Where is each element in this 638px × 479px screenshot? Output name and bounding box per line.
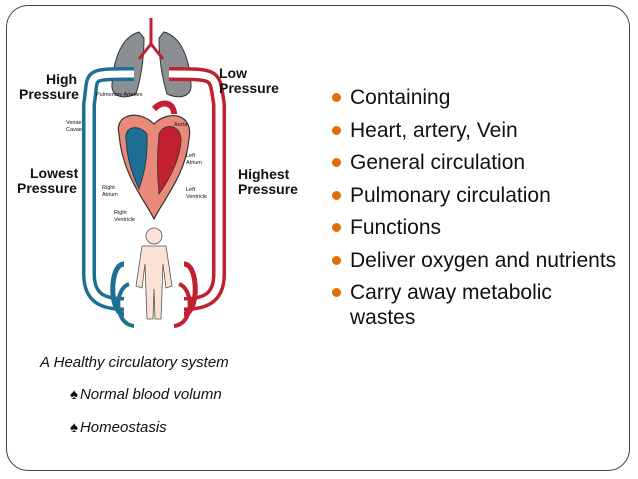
- lungs-icon: [111, 18, 192, 98]
- flow-arrows: [86, 156, 222, 242]
- label-pulmonary-arteries: Pulmonary Arteries: [96, 92, 143, 98]
- bullet-item: Functions: [330, 215, 620, 240]
- label-lowest-pressure-1: Lowest: [30, 165, 79, 181]
- bullet-list: Containing Heart, artery, Vein General c…: [330, 85, 620, 338]
- label-high-pressure-1: High: [46, 71, 77, 87]
- label-aorta: Aorta: [174, 122, 188, 128]
- heart-icon: [117, 100, 191, 221]
- label-right-ventricle-1: Right: [114, 210, 127, 216]
- bullet-item: General circulation: [330, 150, 620, 175]
- label-right-ventricle-2: Ventricle: [114, 217, 135, 223]
- label-highest-pressure-1: Highest: [238, 166, 290, 182]
- bullet-item: Deliver oxygen and nutrients: [330, 248, 620, 273]
- label-right-atrium-2: Atrium: [102, 192, 118, 198]
- label-left-ventricle-2: Ventricle: [186, 194, 207, 200]
- bullet-dot-icon: [332, 190, 341, 200]
- bullet-dot-icon: [332, 93, 341, 102]
- diagram-caption: A Healthy circulatory system: [40, 354, 229, 371]
- spade-icon: ♠: [70, 419, 78, 436]
- bullet-item: Pulmonary circulation: [330, 183, 620, 208]
- subitem-homeostasis: ♠Homeostasis: [70, 419, 167, 436]
- subitem-normal-blood-volume: ♠Normal blood volumn: [70, 386, 222, 403]
- label-left-atrium-1: Left: [186, 153, 196, 159]
- bullet-item: Carry away metabolic wastes: [330, 280, 620, 330]
- capillary-beds: [110, 261, 198, 328]
- bullet-item: Heart, artery, Vein: [330, 118, 620, 143]
- label-venae-cavae-2: Cavae: [66, 127, 82, 133]
- label-right-atrium-1: Right: [102, 185, 115, 191]
- circulatory-diagram: High Pressure Low Pressure Lowest Pressu…: [17, 18, 298, 328]
- bullet-dot-icon: [332, 125, 341, 135]
- bullet-dot-icon: [332, 223, 341, 232]
- label-highest-pressure-2: Pressure: [238, 181, 298, 197]
- spade-icon: ♠: [70, 386, 78, 403]
- bullet-item: Containing: [330, 85, 620, 110]
- bullet-dot-icon: [332, 158, 341, 167]
- label-low-pressure-2: Pressure: [219, 80, 279, 96]
- label-lowest-pressure-2: Pressure: [17, 180, 77, 196]
- bullet-dot-icon: [332, 255, 341, 265]
- label-venae-cavae-1: Venae: [66, 120, 82, 126]
- label-left-atrium-2: Atrium: [186, 160, 202, 166]
- body-silhouette-icon: [135, 227, 173, 320]
- label-left-ventricle-1: Left: [186, 187, 196, 193]
- bullet-dot-icon: [332, 288, 341, 297]
- slide-frame: [6, 5, 630, 471]
- label-high-pressure-2: Pressure: [19, 86, 79, 102]
- label-low-pressure-1: Low: [219, 65, 247, 81]
